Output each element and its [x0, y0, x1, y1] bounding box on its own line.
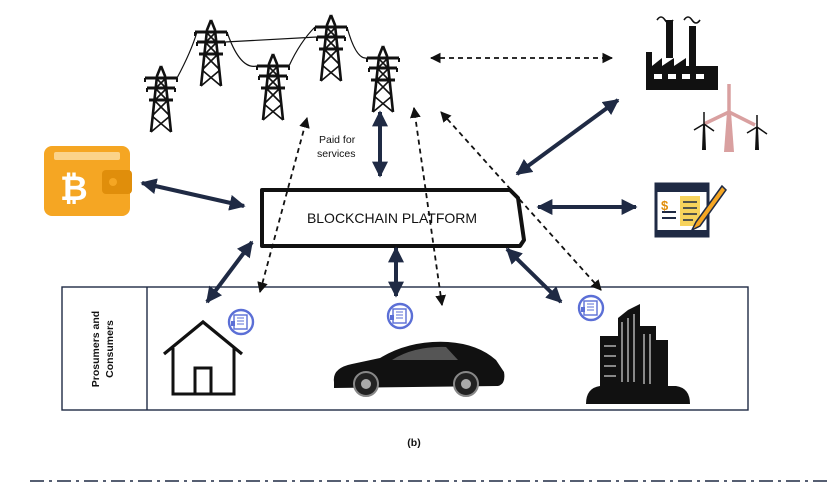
- dashed-arrows: [257, 52, 614, 307]
- svg-text:₿: ₿: [60, 170, 88, 208]
- smart-meter-icon: [227, 294, 605, 336]
- wind-turbine-icon: [693, 84, 768, 152]
- electric-car-icon: [333, 341, 505, 397]
- paid-label-line2: services: [317, 148, 356, 160]
- prosumers-label-line2: Consumers: [104, 320, 116, 378]
- blockchain-platform-box: BLOCKCHAIN PLATFORM: [260, 188, 526, 248]
- prosumers-frame: Prosumers and Consumers: [61, 286, 749, 411]
- house-icon: [162, 319, 244, 396]
- platform-label: BLOCKCHAIN PLATFORM: [307, 210, 477, 226]
- prosumers-label-line1: Prosumers and: [90, 311, 102, 387]
- figure-caption: (b): [407, 437, 420, 449]
- city-buildings-icon: [586, 304, 690, 404]
- factory-icon: [646, 16, 718, 90]
- power-grid-icon: [143, 13, 401, 134]
- bill-contract-icon: $: [654, 182, 727, 238]
- svg-text:$: $: [661, 198, 669, 213]
- bitcoin-wallet-icon: ₿: [44, 146, 132, 216]
- paid-label-line1: Paid for: [319, 134, 356, 146]
